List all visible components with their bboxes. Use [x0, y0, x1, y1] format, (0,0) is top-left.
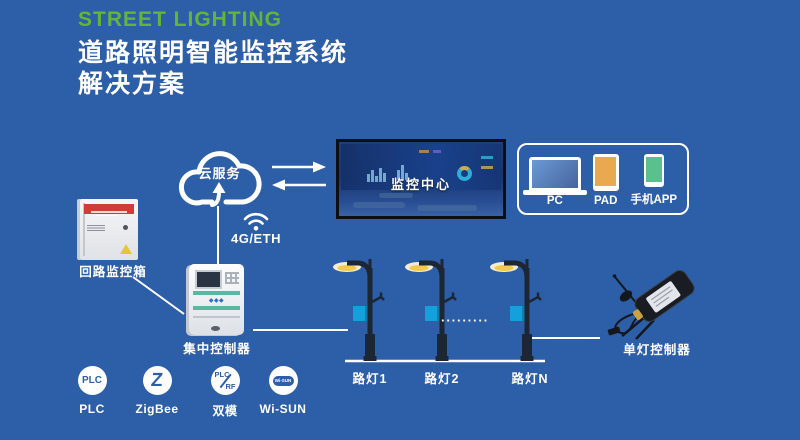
lcd-screen	[195, 270, 222, 289]
tech-label: Wi-SUN	[259, 402, 307, 416]
donut-chart-decoration	[457, 166, 472, 181]
street-light-label: 路灯2	[424, 372, 460, 386]
client-device-label: PC	[546, 195, 563, 207]
tech-label: PLC	[79, 402, 105, 416]
plc-badge-icon: PLC	[77, 366, 107, 395]
network-link-label: 4G/ETH	[231, 231, 281, 246]
concentrator-image: ◆◆◆	[189, 264, 244, 335]
monitoring-center-image: 监控中心	[336, 139, 506, 219]
street-light-n-icon	[483, 256, 543, 362]
cabinet-red-banner	[84, 204, 134, 216]
plc-rf-badge-icon: PLC RF	[210, 366, 240, 395]
client-device-pc: PC	[522, 153, 587, 207]
client-device-label: PAD	[593, 195, 618, 207]
page-title: 道路照明智能监控系统	[78, 39, 349, 67]
lamp-controller-label: 单灯控制器	[623, 343, 691, 357]
tech-plc: PLC PLC	[60, 366, 124, 416]
tech-label: ZigBee	[135, 402, 179, 416]
client-device-label: 手机APP	[630, 194, 678, 206]
street-light-label: 路灯N	[511, 372, 549, 386]
monitoring-center-label: 监控中心	[390, 177, 451, 192]
laptop-icon	[522, 157, 587, 195]
client-devices-box: PC PAD 手机APP	[517, 143, 689, 215]
concentrator-label: 集中控制器	[183, 342, 251, 356]
circuit-box-label: 回路监控箱	[79, 265, 147, 279]
street-light-2-icon	[398, 256, 458, 362]
wisun-badge-icon: Wi-SUN	[268, 366, 298, 395]
circuit-monitoring-box-image	[80, 199, 138, 260]
bidirectional-arrows-icon	[272, 161, 326, 191]
tech-zigbee: Z ZigBee	[125, 366, 189, 416]
client-device-phone: 手机APP	[630, 153, 677, 207]
phone-icon	[643, 154, 664, 187]
tech-dual-mode: PLC RF 双模	[193, 366, 257, 419]
cloud-label: 云服务	[198, 166, 241, 181]
tablet-icon	[592, 154, 619, 191]
tech-label: 双模	[212, 404, 238, 418]
lamp-controller-image	[607, 270, 695, 340]
street-light-label: 路灯1	[352, 372, 388, 386]
eyebrow-title: STREET LIGHTING	[78, 8, 282, 31]
cloud-icon	[178, 151, 262, 207]
keypad	[225, 272, 239, 284]
street-light-ellipsis: ·········	[441, 313, 489, 328]
warning-triangle-icon	[120, 244, 132, 254]
client-device-pad: PAD	[592, 153, 619, 207]
tech-wisun: Wi-SUN Wi-SUN	[251, 366, 315, 416]
wifi-icon	[243, 212, 269, 231]
zigbee-badge-icon: Z	[142, 366, 172, 395]
page-subtitle: 解决方案	[78, 70, 187, 98]
street-light-1-icon	[326, 256, 386, 362]
